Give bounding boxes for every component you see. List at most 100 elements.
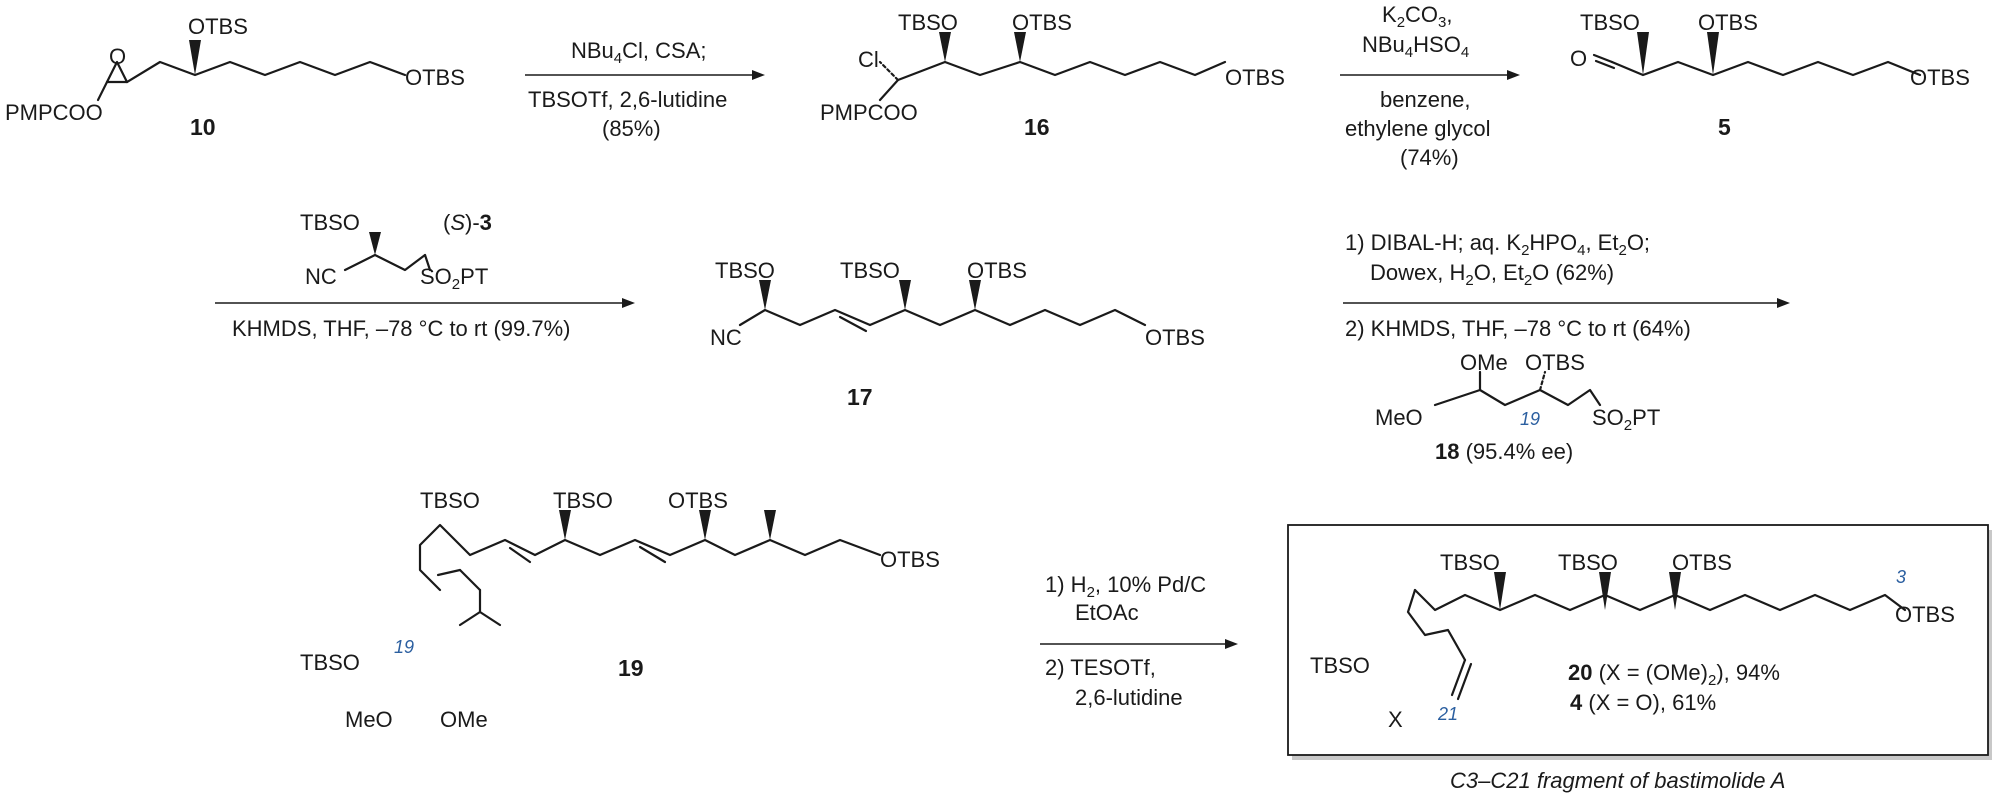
compound-17: TBSO TBSO OTBS NC OTBS 17 [710,258,1205,410]
tbso-label: TBSO [715,258,775,283]
otbs-label: OTBS [1910,65,1970,90]
reagent-text: benzene, [1380,87,1471,112]
product-box: TBSO TBSO OTBS 3 OTBS TBSO X 21 20 (X = … [1287,524,1992,760]
svg-text:1) H2, 10% Pd/C: 1) H2, 10% Pd/C [1045,572,1206,601]
reagent-text: KHMDS, THF, –78 °C to rt (99.7%) [232,316,571,341]
wedge-bond [939,32,951,62]
compound-16: TBSO OTBS Cl OTBS PMPCOO 16 [820,10,1285,140]
tbso-label: TBSO [898,10,958,35]
compound-18-caption: 18 (95.4% ee) [1435,439,1573,464]
reagent-number: (S)-3 [443,210,492,235]
meo-label: MeO [345,707,393,732]
figure-caption: C3–C21 fragment of bastimolide A [1450,768,1785,793]
compound-5: TBSO OTBS O OTBS 5 [1570,10,1970,140]
otbs-label: OTBS [668,488,728,513]
locant-19: 19 [394,637,414,657]
wedge-bond [1494,572,1506,610]
chain-16 [878,60,1227,102]
reagent-text: ethylene glycol [1345,116,1491,141]
compound-18: OMe OTBS 19 MeO SO2PT 18 (95.4% ee) [1375,350,1660,464]
chain-20 [1413,588,1907,612]
wedge-bond [189,40,201,75]
step5-arrow: 1) H2, 10% Pd/C EtOAc 2) TESOTf, 2,6-lut… [1040,572,1238,710]
svg-text:1) DIBAL-H; aq. K2HPO4, Et2O;: 1) DIBAL-H; aq. K2HPO4, Et2O; [1345,230,1650,259]
svg-text:Dowex, H2O, Et2O (62%): Dowex, H2O, Et2O (62%) [1370,260,1614,289]
step3-arrow: KHMDS, THF, –78 °C to rt (99.7%) [215,298,635,341]
reagent-s3: TBSO (S)-3 NC SO2PT [300,210,492,293]
locant-21: 21 [1437,704,1458,724]
chain-10 [125,60,407,84]
nc-label: NC [710,325,742,350]
chain-19 [418,523,882,592]
reagent-text: 2) TESOTf, [1045,655,1156,680]
otbs-label: OTBS [1698,10,1758,35]
yield-text: (85%) [602,116,661,141]
compound-number: 5 [1718,114,1731,140]
wedge-bond [759,280,771,310]
pmpcoo-label: PMPCOO [820,100,918,125]
otbs-label: OTBS [880,547,940,572]
otbs-label: OTBS [188,14,248,39]
nc-label: NC [305,264,337,289]
otbs-label: OTBS [967,258,1027,283]
svg-text:K2CO3,: K2CO3, [1382,2,1453,31]
wedge-bond [699,510,711,540]
compound-number: 17 [847,384,873,410]
epoxide-oxygen: O [109,44,126,69]
compound-number: 10 [190,114,216,140]
locant-19: 19 [1520,409,1540,429]
wedge-bond [1637,32,1649,75]
tbso-label: TBSO [1558,550,1618,575]
wedge-bond [1669,572,1681,610]
tbso-label: TBSO [420,488,480,513]
so2pt-label: SO2PT [420,264,488,293]
wedge-bond [369,232,381,255]
chain-17 [738,308,1147,327]
compound-4-caption: 4 (X = O), 61% [1570,690,1716,715]
reagent-text: NBu4Cl, CSA; [571,38,707,67]
locant-3: 3 [1896,567,1906,587]
meo-label: MeO [1375,405,1423,430]
ome-label: OMe [1460,350,1508,375]
reagent-text: TBSOTf, 2,6-lutidine [528,87,727,112]
tbso-label: TBSO [1580,10,1640,35]
svg-text:SO2PT: SO2PT [1592,405,1660,434]
tbso-label: TBSO [553,488,613,513]
pmpcoo-label: PMPCOO [5,100,103,125]
wedge-bond [764,510,776,540]
epoxide-ring [105,60,129,84]
chain-18 [1433,388,1602,407]
reagent-text: 2) KHMDS, THF, –78 °C to rt (64%) [1345,316,1691,341]
otbs-label: OTBS [1672,550,1732,575]
reagent-text: 2,6-lutidine [1075,685,1183,710]
wedge-bond [969,280,981,310]
wedge-bond [1599,572,1611,610]
cl-label: Cl [858,47,879,72]
x-label: X [1388,707,1403,732]
tbso-label: TBSO [1440,550,1500,575]
otbs-label: OTBS [1145,325,1205,350]
compound-10: O OTBS OTBS PMPCOO 10 [5,14,465,140]
wedge-bond [559,510,571,540]
tbso-label: TBSO [840,258,900,283]
otbs-label: OTBS [1525,350,1585,375]
compound-19: TBSO TBSO OTBS OTBS TBSO 19 MeO OMe 19 [300,488,940,732]
yield-text: (74%) [1400,145,1459,170]
otbs-label: OTBS [1225,65,1285,90]
reagent-text: EtOAc [1075,600,1139,625]
compound-number: 19 [618,655,644,681]
compound-number: 16 [1024,114,1050,140]
otbs-label: OTBS [1012,10,1072,35]
otbs-label: OTBS [1895,602,1955,627]
step4-arrow: 1) DIBAL-H; aq. K2HPO4, Et2O; Dowex, H2O… [1343,230,1790,341]
wedge-bond [1014,32,1026,62]
step1-arrow: NBu4Cl, CSA; TBSOTf, 2,6-lutidine (85%) [525,38,765,141]
step2-arrow: K2CO3, NBu4HSO4 benzene, ethylene glycol… [1340,2,1520,170]
wedge-bond [899,280,911,310]
wedge-bond [1707,32,1719,75]
tbso-label: TBSO [300,210,360,235]
aldehyde-oxygen: O [1570,46,1587,71]
tbso-label: TBSO [300,650,360,675]
tbso-label: TBSO [1310,653,1370,678]
